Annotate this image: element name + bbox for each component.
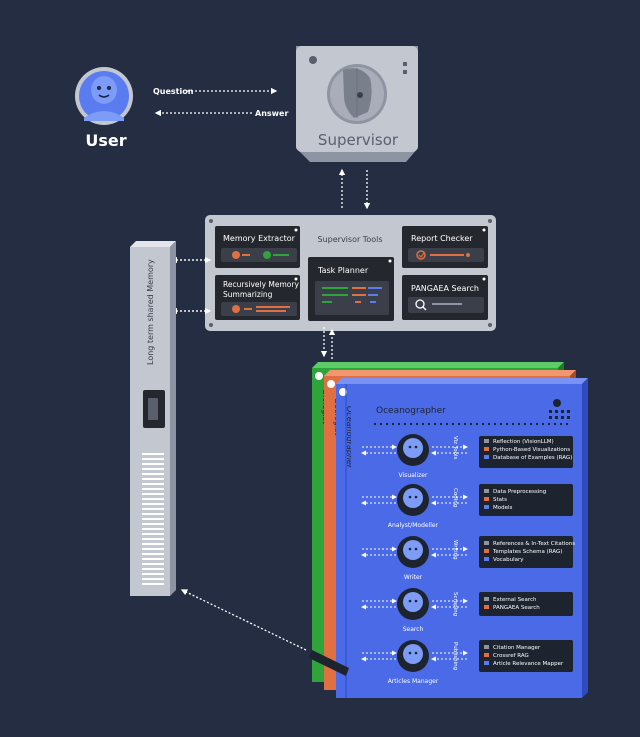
tool-item: External Search xyxy=(493,597,537,603)
agent-row-analyst: Analyst/Modeller Coding Data Preprocessi… xyxy=(361,484,573,529)
agent-row-articles-manager: Articles Manager Publishing Citation Man… xyxy=(361,640,573,685)
supervisor-node: Supervisor xyxy=(296,46,418,162)
report-checker-label: Report Checker xyxy=(411,234,473,243)
memory-extractor-tool: Memory Extractor xyxy=(215,226,300,268)
tool-item: Vocabulary xyxy=(493,557,524,563)
tool-item: PANGAEA Search xyxy=(493,605,540,611)
agent-name: Analyst/Modeller xyxy=(388,522,439,529)
agent-row-search: Search Scraping External Search PANGAEA … xyxy=(361,588,573,633)
tool-item: Article Relevance Mapper xyxy=(493,661,564,667)
supervisor-tools-panel: Supervisor Tools Memory Extractor Recurs… xyxy=(205,215,496,331)
question-arrow: Question xyxy=(153,87,278,96)
task-planner-label: Task Planner xyxy=(317,266,369,275)
stack-connector xyxy=(309,650,349,676)
tool-item: Database of Examples (RAG) xyxy=(493,455,572,461)
memory-bars xyxy=(142,453,164,585)
agent-category: Publishing xyxy=(452,642,458,670)
agent-name: Articles Manager xyxy=(388,678,439,685)
tool-item: Citation Manager xyxy=(493,645,541,651)
agent-category: Viz Tools xyxy=(452,436,458,459)
tool-item: Models xyxy=(493,505,513,511)
recursive-memory-label-1: Recursively Memory xyxy=(223,280,299,289)
supervisor-label: Supervisor xyxy=(318,131,399,149)
agent-category: Scraping xyxy=(452,592,458,616)
visualizer-avatar-icon xyxy=(397,434,429,466)
tool-item: Reflection (VisionLLM) xyxy=(493,439,554,445)
recursive-memory-label-2: Summarizing xyxy=(223,290,273,299)
agent-row-writer: Writer Writing References & In-Text Cita… xyxy=(361,536,575,581)
tool-item: Stats xyxy=(493,497,507,503)
user-label: User xyxy=(85,131,126,150)
user-node: User xyxy=(75,67,133,150)
check-icon xyxy=(416,250,426,260)
agent-name: Search xyxy=(403,626,424,633)
tool-item: Templates Schema (RAG) xyxy=(492,549,562,555)
writer-avatar-icon xyxy=(397,536,429,568)
report-checker-tool: Report Checker xyxy=(402,226,488,268)
question-label: Question xyxy=(153,87,194,96)
supervisor-head-icon xyxy=(327,64,387,124)
oceanographer-side-label: Oceanographer xyxy=(345,406,354,469)
memory-label: Long term shared Memory xyxy=(146,259,155,365)
memory-extractor-label: Memory Extractor xyxy=(223,234,296,243)
analyst-avatar-icon xyxy=(397,484,429,516)
pangaea-search-label: PANGAEA Search xyxy=(411,284,479,293)
supervisor-tools-title: Supervisor Tools xyxy=(318,235,383,244)
search-icon xyxy=(415,299,427,311)
tool-item: Crossref RAG xyxy=(493,653,529,659)
articles-manager-avatar-icon xyxy=(397,640,429,672)
recursive-memory-tool: Recursively Memory Summarizing xyxy=(215,275,300,320)
agent-name: Visualizer xyxy=(399,472,428,479)
tool-item: Python-Based Visualizations xyxy=(493,447,570,453)
agent-category: Writing xyxy=(452,540,458,560)
agent-stack: Biologist Geologist Oceanographer Oceano… xyxy=(309,362,588,698)
agent-name: Writer xyxy=(404,574,423,581)
answer-arrow: Answer xyxy=(154,109,288,118)
search-avatar-icon xyxy=(397,588,429,620)
tool-item: References & In-Text Citations xyxy=(493,541,575,547)
agents-to-memory-arrow xyxy=(180,589,307,651)
long-term-memory: Long term shared Memory xyxy=(130,241,176,596)
task-planner-tool: Task Planner xyxy=(308,257,394,321)
answer-label: Answer xyxy=(255,109,288,118)
agent-row-visualizer: Visualizer Viz Tools Reflection (VisionL… xyxy=(361,434,573,479)
pangaea-search-tool: PANGAEA Search xyxy=(402,275,488,320)
tool-item: Data Preprocessing xyxy=(493,489,546,495)
agent-category: Coding xyxy=(452,488,458,507)
oceanographer-title: Oceanographer xyxy=(376,406,446,416)
